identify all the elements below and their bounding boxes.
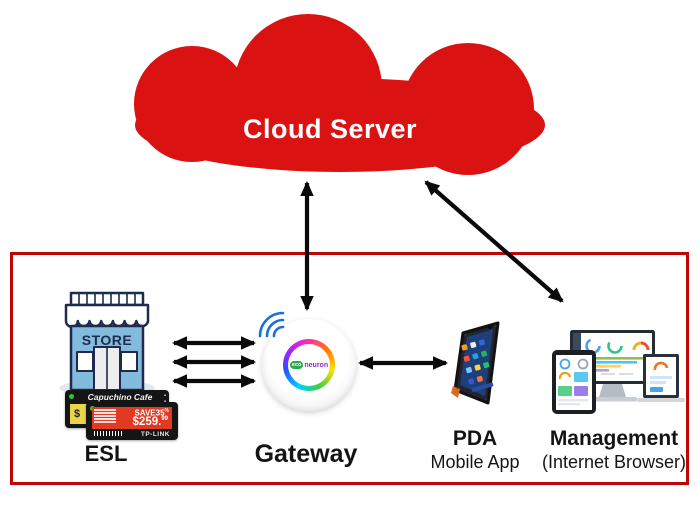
cloud-server-shape: Cloud Server [134,14,545,175]
wifi-signal-icon [258,311,285,338]
gateway-led-ring: eco neuron [283,339,335,391]
esl-label: ESL [84,441,128,466]
esl-front-brand: TP-LINK [140,431,170,438]
pda-device [451,321,500,405]
store-window-right [120,351,138,372]
store-awning [64,303,150,329]
cloud-icon [134,14,545,175]
cloud-server-label: Cloud Server [243,114,417,144]
esl-back-brand: Capuchino Cafe [87,392,153,402]
pda-orange-accent [451,386,460,398]
tablet [552,350,596,414]
store-window-left [76,351,94,372]
management-label-title: Management [549,427,679,450]
store-building: STORE [64,291,150,392]
gateway-label: Gateway [254,440,358,468]
price-text: $259.99 [132,416,168,428]
product-description-lines [94,409,116,424]
led-indicator [69,394,74,399]
esl-tag-front: SAVE35% $259.99 TP-LINK [86,402,178,440]
gateway-device: eco neuron [262,319,356,411]
logo-text: neuron [304,361,329,369]
pda-camera [487,324,493,330]
pda-label-sub: Mobile App [430,452,520,472]
store-sign-text: STORE [82,332,132,348]
management-label: Management (Internet Browser) [530,427,698,474]
barcode [94,431,122,436]
esl-front-screen: SAVE35% $259.99 [92,407,172,429]
local-network-boundary [10,252,689,485]
management-devices-illustration [552,330,685,414]
store-icon: STORE [59,291,155,396]
pda-screen [460,329,493,396]
pda-label-title: PDA [452,427,498,450]
gateway-logo: eco neuron [288,344,330,386]
management-label-sub: (Internet Browser) [541,452,687,472]
pda-label: PDA Mobile App [420,427,530,474]
pda-app-icons [461,339,494,392]
promo-text: SAVE35% [134,408,169,418]
logo-badge: eco [289,361,304,369]
laptop [637,354,685,402]
